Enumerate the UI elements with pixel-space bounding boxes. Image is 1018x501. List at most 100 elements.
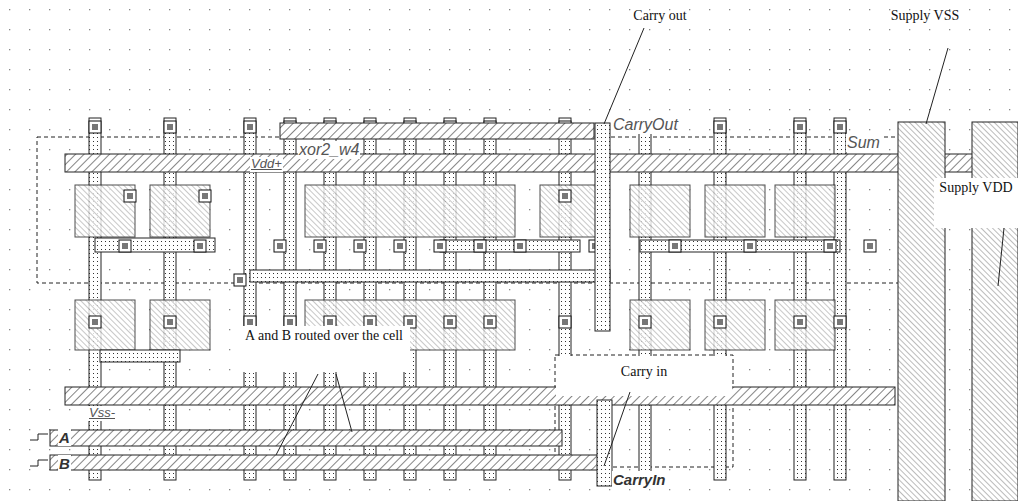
contact-cut — [672, 243, 678, 249]
contact-frame — [834, 121, 846, 133]
metal-route — [280, 123, 594, 139]
contact — [89, 121, 101, 133]
contact-frame — [394, 240, 406, 252]
contact-cut — [317, 243, 323, 249]
contact — [274, 240, 286, 252]
contact-frame — [354, 240, 366, 252]
poly-route — [100, 350, 180, 362]
leader-line — [926, 48, 948, 124]
contact — [714, 121, 726, 133]
contact — [559, 316, 571, 328]
contact-frame — [794, 316, 806, 328]
contact-cut — [717, 124, 723, 130]
cell-name: xor2_w4 — [298, 141, 360, 159]
poly-route — [440, 240, 580, 252]
contact-cut — [397, 243, 403, 249]
contact-cut — [837, 124, 843, 130]
contact — [89, 316, 101, 328]
contact — [444, 316, 456, 328]
contact-cut — [747, 243, 753, 249]
contact-frame — [834, 316, 846, 328]
leader-line — [276, 374, 318, 455]
contact — [484, 316, 496, 328]
contact — [824, 240, 836, 252]
contact-frame — [714, 316, 726, 328]
contact-cut — [357, 243, 363, 249]
contact-frame — [234, 274, 246, 286]
pin-name: A — [58, 429, 71, 446]
contact-frame — [714, 121, 726, 133]
contact-cut — [327, 319, 333, 325]
contact-cut — [797, 319, 803, 325]
contact-cut — [287, 319, 293, 325]
contact — [244, 121, 256, 133]
pin-name: CarryIn — [612, 471, 667, 488]
carryin-wire — [597, 400, 612, 486]
pin-marker — [30, 460, 48, 466]
contact-frame — [864, 240, 876, 252]
contact-frame — [484, 316, 496, 328]
contact-cut — [517, 243, 523, 249]
contact-cut — [867, 243, 873, 249]
vss-rail — [65, 387, 895, 405]
diffusion — [775, 185, 835, 237]
contact-cut — [277, 243, 283, 249]
diffusion — [705, 300, 765, 350]
diffusion — [775, 300, 835, 350]
contact — [194, 240, 206, 252]
contact-frame — [744, 240, 756, 252]
contact-cut — [247, 319, 253, 325]
contact — [794, 121, 806, 133]
contact-cut — [122, 243, 128, 249]
contact-frame — [669, 240, 681, 252]
pin-marker — [30, 434, 48, 440]
contact-cut — [717, 319, 723, 325]
contact — [744, 240, 756, 252]
contact — [834, 121, 846, 133]
contact-cut — [167, 319, 173, 325]
contact — [559, 190, 571, 202]
contact — [394, 240, 406, 252]
signal-name: CarryOut — [612, 116, 679, 134]
contact — [124, 190, 136, 202]
leader-line — [336, 374, 352, 432]
poly-route — [250, 270, 610, 282]
a-wire — [50, 430, 562, 446]
contact-frame — [824, 240, 836, 252]
contact-frame — [164, 316, 176, 328]
signal-name: Sum — [846, 134, 881, 152]
carryout-wire — [595, 123, 610, 331]
contact-cut — [447, 319, 453, 325]
contact-cut — [797, 124, 803, 130]
callout-text: Carry out — [612, 8, 708, 24]
leader-line — [604, 28, 644, 124]
callout-patch — [934, 178, 1018, 228]
contact-cut — [127, 193, 133, 199]
contact — [199, 190, 211, 202]
diffusion — [630, 185, 690, 237]
contact-cut — [827, 243, 833, 249]
contact — [164, 316, 176, 328]
callout-text: A and B routed over the cell — [240, 328, 408, 344]
poly-route — [640, 240, 840, 252]
contact — [234, 274, 246, 286]
diffusion — [305, 185, 515, 237]
contact — [119, 240, 131, 252]
contact-cut — [197, 243, 203, 249]
contact-frame — [194, 240, 206, 252]
contact-cut — [437, 243, 443, 249]
contact-frame — [124, 190, 136, 202]
contact-frame — [514, 240, 526, 252]
contact — [164, 121, 176, 133]
pin-name: B — [58, 455, 71, 472]
diffusion — [150, 300, 210, 350]
diffusion — [75, 300, 135, 350]
contact-cut — [487, 319, 493, 325]
diffusion — [705, 185, 765, 237]
contact-frame — [559, 316, 571, 328]
contact-frame — [639, 316, 651, 328]
contact — [514, 240, 526, 252]
contact-cut — [477, 243, 483, 249]
